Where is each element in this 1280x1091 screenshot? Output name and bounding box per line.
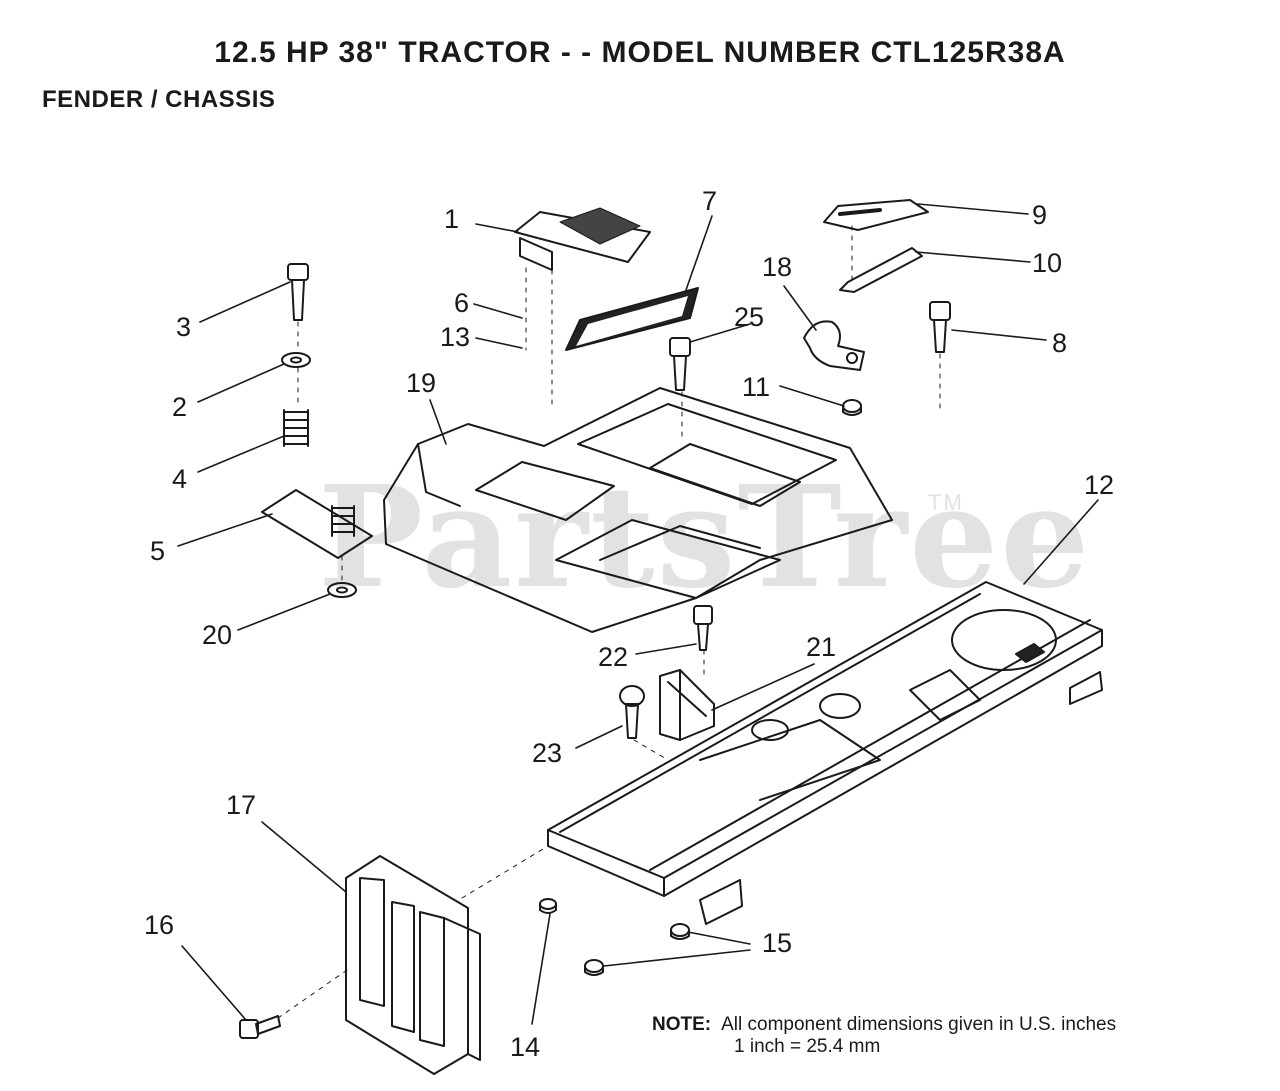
part-12-chassis <box>547 581 1103 925</box>
callout-17: 17 <box>226 790 256 820</box>
part-8-bolt <box>929 301 951 353</box>
note-label: NOTE: <box>652 1014 712 1035</box>
callout-4: 4 <box>172 464 187 494</box>
part-2-washer <box>281 352 311 368</box>
watermark-tm: TM <box>928 490 964 515</box>
note-line-1: All component dimensions given in U.S. i… <box>721 1014 1117 1035</box>
callout-25: 25 <box>734 302 764 332</box>
callout-7: 7 <box>702 186 717 216</box>
part-17-panel <box>345 855 481 1075</box>
callout-12: 12 <box>1084 470 1114 500</box>
callout-9: 9 <box>1032 200 1047 230</box>
part-15-nut-a <box>670 923 690 940</box>
dimension-note: NOTE: All component dimensions given in U… <box>652 1014 1116 1058</box>
callout-20: 20 <box>202 620 232 650</box>
part-11-nut <box>842 399 862 416</box>
callout-6: 6 <box>454 288 469 318</box>
part-7-label <box>565 287 699 351</box>
page-title: 12.5 HP 38" TRACTOR - - MODEL NUMBER CTL… <box>214 36 1066 69</box>
part-23-carriage-bolt <box>619 685 645 739</box>
section-title: FENDER / CHASSIS <box>42 86 276 113</box>
part-16-bolt <box>239 1015 281 1039</box>
watermark-text: PartsTree <box>318 456 1092 620</box>
callout-10: 10 <box>1032 248 1062 278</box>
part-20-washer <box>327 582 357 598</box>
part-18-clamp <box>803 320 865 371</box>
part-1-bracket <box>514 207 651 271</box>
callout-22: 22 <box>598 642 628 672</box>
assembly-guide-lines <box>277 225 941 1019</box>
callout-8: 8 <box>1052 328 1067 358</box>
part-22-bolt <box>693 605 713 651</box>
callout-14: 14 <box>510 1032 540 1062</box>
part-21-bracket <box>659 669 715 741</box>
part-5-plate <box>261 489 373 559</box>
callout-15: 15 <box>762 928 792 958</box>
callout-23: 23 <box>532 738 562 768</box>
callout-13: 13 <box>440 322 470 352</box>
part-4-spring <box>283 409 309 447</box>
part-25-bolt <box>669 337 691 391</box>
part-14-nut <box>539 898 557 914</box>
callout-3: 3 <box>176 312 191 342</box>
callout-5: 5 <box>150 536 165 566</box>
callout-16: 16 <box>144 910 174 940</box>
callout-2: 2 <box>172 392 187 422</box>
parts-tree-watermark: PartsTree TM <box>318 468 1091 608</box>
part-19-fender <box>383 387 893 633</box>
part-9-plate <box>823 199 929 231</box>
leader-lines <box>177 203 1099 1025</box>
callout-18: 18 <box>762 252 792 282</box>
part-15-nut-b <box>584 959 604 976</box>
note-line-2: 1 inch = 25.4 mm <box>734 1036 881 1057</box>
callout-21: 21 <box>806 632 836 662</box>
callout-11: 11 <box>742 372 770 402</box>
part-3-bolt <box>287 263 309 321</box>
callout-19: 19 <box>406 368 436 398</box>
callout-1: 1 <box>444 204 459 234</box>
